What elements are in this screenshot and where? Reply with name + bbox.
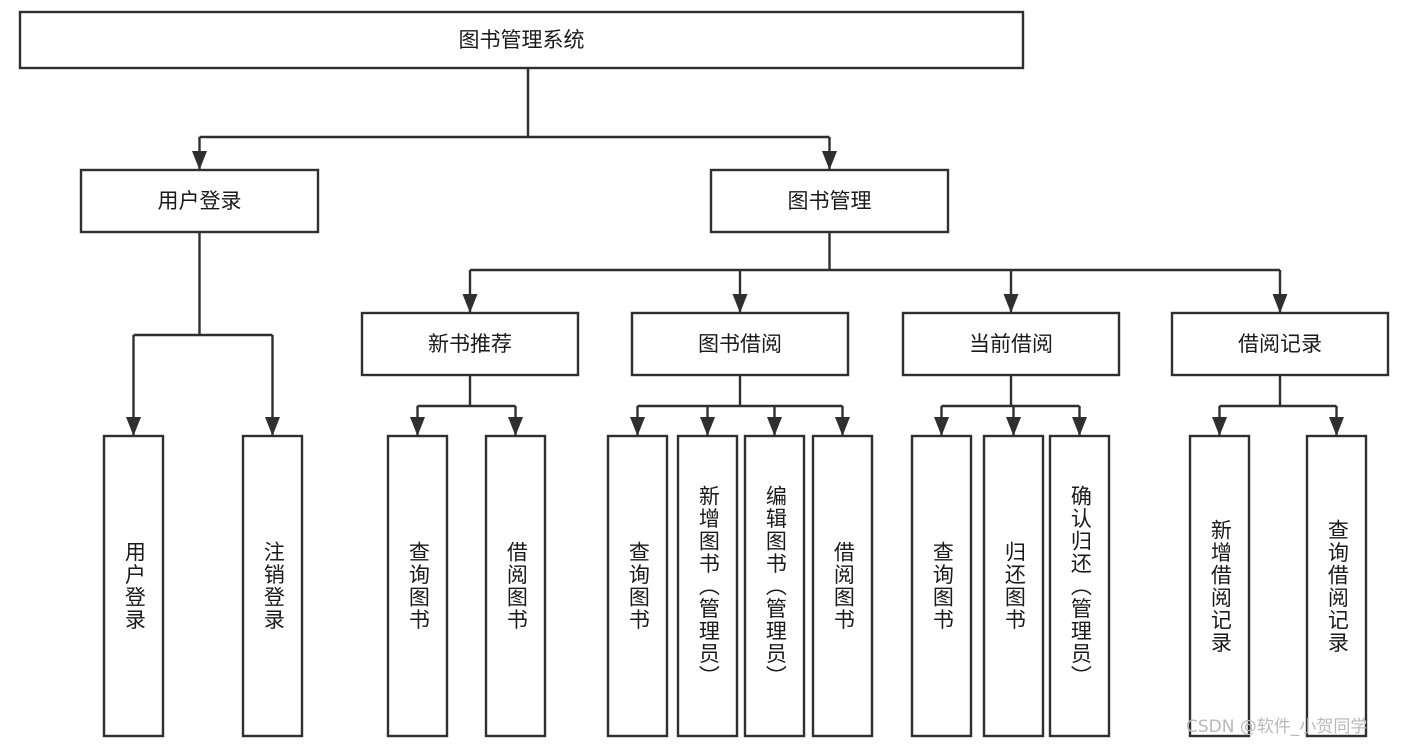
node-box-借阅图书[interactable] xyxy=(484,434,547,738)
arrow-head-icon-l2-0-1 xyxy=(508,417,523,436)
node-box-查询图书[interactable] xyxy=(606,434,669,738)
node-label-借阅记录: 借阅记录 xyxy=(1238,332,1322,356)
watermark-text: CSDN @软件_小贺同学 xyxy=(1186,717,1368,737)
node-box-查询图书[interactable] xyxy=(386,434,449,738)
node-box-查询图书[interactable] xyxy=(910,434,973,738)
node-box-用户登录[interactable] xyxy=(102,434,165,738)
arrow-head-icon-l2-2-1 xyxy=(1006,417,1021,436)
arrow-head-icon-l2-2-0 xyxy=(934,417,949,436)
arrow-head-icon-root-0 xyxy=(192,151,207,170)
node-box-用户登录[interactable] xyxy=(79,168,320,234)
node-label-用户登录: 用户登录 xyxy=(158,189,242,213)
node-box-当前借阅[interactable] xyxy=(901,311,1121,377)
arrow-head-icon-l2-3-0 xyxy=(1212,417,1227,436)
arrow-head-icon-l2-1-3 xyxy=(835,417,850,436)
node-label-当前借阅: 当前借阅 xyxy=(969,332,1053,356)
arrow-head-icon-l2-3-1 xyxy=(1329,417,1344,436)
node-label-图书借阅: 图书借阅 xyxy=(698,332,782,356)
arrow-head-icon-userlogin-0 xyxy=(126,417,141,436)
node-label-图书管理: 图书管理 xyxy=(788,189,872,213)
node-box-图书借阅[interactable] xyxy=(630,311,850,377)
arrow-head-icon-bookmgmt-1 xyxy=(732,294,748,313)
node-box-图书管理系统[interactable] xyxy=(18,10,1025,70)
arrow-head-icon-l2-1-0 xyxy=(630,417,645,436)
node-label-图书管理系统: 图书管理系统 xyxy=(459,28,585,52)
node-label-新书推荐: 新书推荐 xyxy=(428,332,512,356)
node-box-借阅图书[interactable] xyxy=(811,434,874,738)
boxes-layer xyxy=(18,10,1390,738)
node-box-编辑图书管理员[interactable] xyxy=(743,434,806,738)
arrow-head-icon-root-1 xyxy=(822,151,837,170)
node-box-新增图书管理员[interactable] xyxy=(676,434,739,738)
node-box-图书管理[interactable] xyxy=(709,168,950,234)
arrow-head-icon-bookmgmt-3 xyxy=(1272,294,1288,313)
arrow-head-icon-userlogin-1 xyxy=(265,417,280,436)
arrow-head-icon-l2-1-2 xyxy=(767,417,782,436)
node-box-注销登录[interactable] xyxy=(241,434,304,738)
node-box-查询借阅记录[interactable] xyxy=(1305,434,1368,738)
connectors-layer xyxy=(126,68,1344,436)
node-box-确认归还管理员[interactable] xyxy=(1048,434,1111,738)
arrow-head-icon-l2-0-0 xyxy=(410,417,425,436)
node-box-新增借阅记录[interactable] xyxy=(1188,434,1251,738)
arrow-head-icon-bookmgmt-0 xyxy=(462,294,478,313)
arrow-head-icon-l2-1-1 xyxy=(700,417,715,436)
arrow-head-icon-bookmgmt-2 xyxy=(1003,294,1019,313)
node-box-归还图书[interactable] xyxy=(982,434,1045,738)
node-box-新书推荐[interactable] xyxy=(360,311,580,377)
arrow-head-icon-l2-2-2 xyxy=(1072,417,1087,436)
node-box-借阅记录[interactable] xyxy=(1170,311,1390,377)
